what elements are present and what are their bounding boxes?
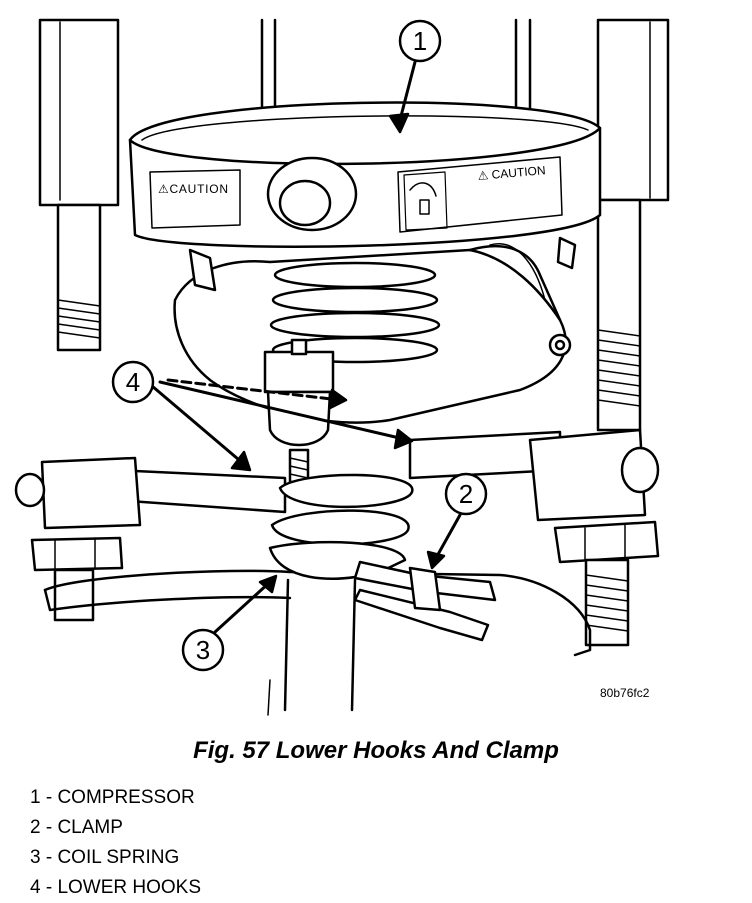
callout-1-number: 1 (413, 26, 427, 56)
coil-spring-lower (267, 473, 414, 716)
compressor-body (128, 101, 602, 292)
callout-2-number: 2 (459, 479, 473, 509)
figure-caption: Fig. 57 Lower Hooks And Clamp (193, 737, 559, 764)
callout-4 (111, 360, 155, 404)
callout-3-number: 3 (196, 635, 210, 665)
coil-spring-upper (269, 261, 441, 364)
legend-item: 2 - CLAMP (30, 817, 123, 838)
clamp (353, 560, 497, 642)
center-rods (260, 18, 532, 112)
caution-label-left: ⚠CAUTION (158, 182, 228, 196)
spring-compressor-illustration: ⚠CAUTION ⚠ CAUTION (14, 18, 670, 716)
callout-3 (181, 628, 225, 672)
left-post (38, 18, 120, 352)
leader-arrows (150, 60, 462, 634)
parts-legend: 1 - COMPRESSOR 2 - CLAMP 3 - COIL SPRING… (30, 783, 201, 903)
caution-label-right: ⚠ CAUTION (477, 163, 546, 183)
legend-item: 3 - COIL SPRING (30, 847, 180, 868)
lower-hook-tool (263, 338, 335, 484)
callout-2 (444, 472, 488, 516)
legend-item: 4 - LOWER HOOKS (30, 877, 202, 898)
legend-item: 1 - COMPRESSOR (30, 787, 195, 808)
base-plate (43, 569, 592, 657)
right-post (596, 18, 670, 432)
callout-4-number: 4 (126, 367, 140, 397)
lower-crossbar (14, 428, 660, 647)
callout-1 (398, 19, 442, 63)
image-code: 80b76fc2 (600, 686, 650, 700)
